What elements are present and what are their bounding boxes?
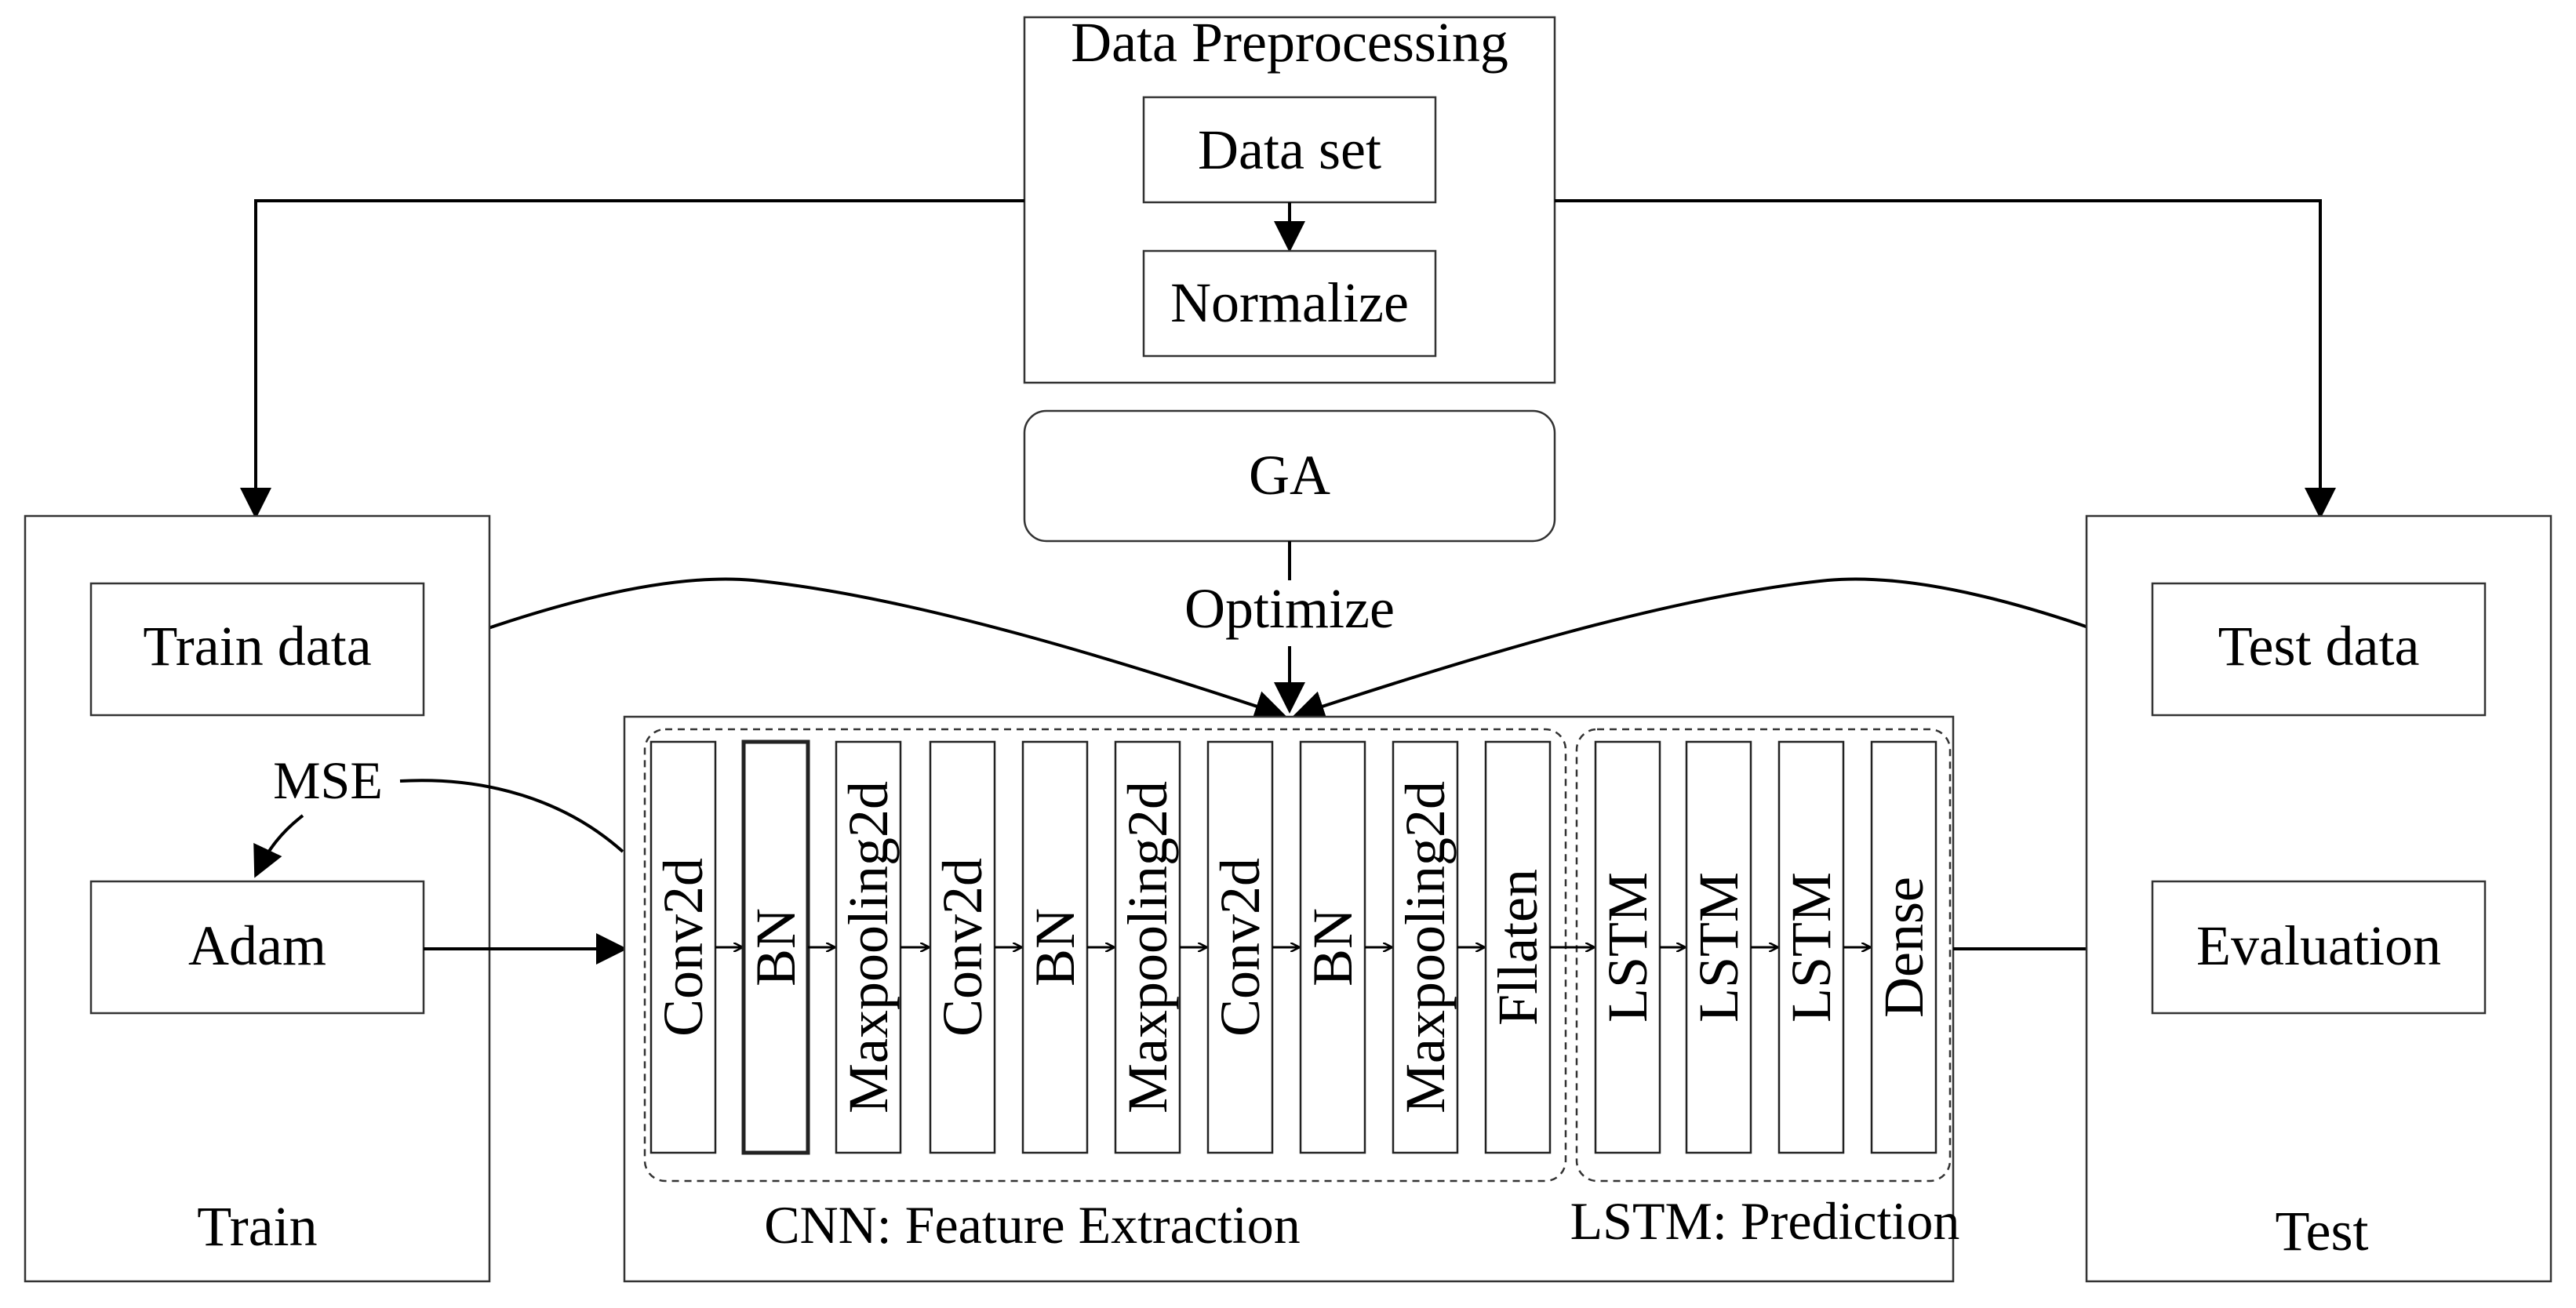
lstm-layer-11-box [1685,740,1752,1154]
train-data-label: Train data [143,615,371,678]
cnn-layer-5-box [1114,740,1181,1154]
layer-stack: Conv2d BN Maxpooling2d Conv2d BN Maxpooling2d… [649,739,1937,1155]
cnn-layer-7-label: BN [1301,908,1364,986]
cnn-caption: CNN: Feature Extraction [764,1195,1301,1255]
model-group: Conv2d BN Maxpooling2d Conv2d BN Maxpooling2d… [623,715,1960,1283]
lstm-layer-11-label: LSTM [1687,872,1750,1023]
cnn-layer-3-label: Conv2d [931,858,994,1037]
cnn-layer-0-label: Conv2d [652,858,715,1037]
mse-to-adam-arrow [253,814,304,878]
normalize-box [1142,249,1437,358]
test-data-box [2151,582,2487,717]
cnn-layer-8-box [1392,740,1459,1154]
test-title: Test [2276,1200,2369,1263]
evaluation-label: Evaluation [2196,914,2441,977]
lstm-layer-10-box [1594,740,1661,1154]
lstm-layer-10-label: LSTM [1596,872,1659,1023]
train-title: Train [197,1195,317,1258]
optimize-label: Optimize [1184,577,1395,640]
preprocessing-to-test-arrow [1555,199,2336,519]
cnn-layer-1-box [741,739,810,1155]
cnn-layer-2-box [835,740,902,1154]
data-set-box [1142,96,1437,204]
lstm-layer-13-label: Dense [1872,877,1935,1018]
cnn-layer-6-box [1206,740,1274,1154]
lstm-caption: LSTM: Prediction [1570,1191,1960,1251]
test-data-label: Test data [2218,615,2420,678]
evaluation-box [2151,880,2487,1015]
cnn-layer-4-box [1021,740,1089,1154]
data-set-label: Data set [1198,118,1381,181]
preprocessing-to-train-arrow [240,199,1024,519]
mse-label: MSE [273,750,383,810]
data-preprocessing-title: Data Preprocessing [1071,11,1508,74]
cnn-layer-6-label: Conv2d [1209,858,1272,1037]
lstm-dashed-group [1575,728,1952,1183]
cnn-layer-3-box [929,740,996,1154]
test-group: Test data Evaluation Test [2085,514,2552,1283]
cnn-dashed-group [643,728,1567,1183]
lstm-layer-13-box [1870,740,1937,1154]
train-group: Train data MSE Adam Train [24,514,491,1283]
cnn-layer-9-label: Fllaten [1486,869,1549,1026]
normalize-label: Normalize [1170,271,1409,334]
lstm-layer-12-box [1777,740,1845,1154]
cnn-layer-1-label: BN [744,908,807,986]
test-data-to-model-curve [1293,577,2153,721]
model-to-mse-curve [399,779,624,853]
train-data-box [89,582,425,717]
adam-label: Adam [188,914,326,977]
cnn-layer-4-label: BN [1024,908,1086,986]
cnn-layer-5-label: Maxpooling2d [1116,781,1179,1114]
data-preprocessing-group: Data Preprocessing Data set Normalize [1023,11,1556,384]
lstm-layer-12-label: LSTM [1780,872,1843,1023]
cnn-layer-8-label: Maxpooling2d [1394,781,1457,1114]
cnn-layer-0-box [649,740,717,1154]
adam-box [89,880,425,1015]
ga-label: GA [1249,444,1330,507]
train-data-to-model-curve [424,577,1286,721]
cnn-layer-2-label: Maxpooling2d [837,781,900,1114]
